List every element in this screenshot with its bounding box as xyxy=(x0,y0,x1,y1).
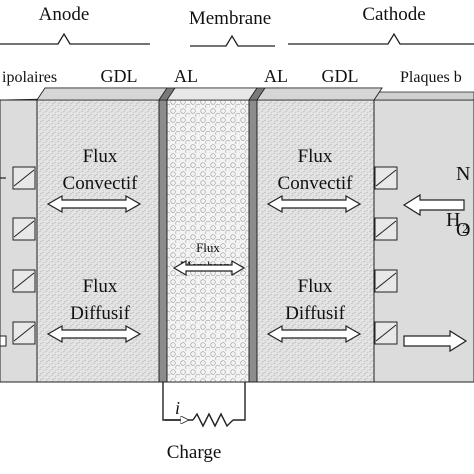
gas-arrows xyxy=(402,193,468,353)
left-diffusive-line2: Diffusif xyxy=(70,303,130,324)
gas-o-label: O xyxy=(456,219,470,241)
cathode-inlet-arrow xyxy=(402,193,465,217)
membrane-brace xyxy=(190,34,275,47)
left-convective-line2: Convectif xyxy=(63,173,139,194)
membrane xyxy=(166,99,250,383)
left-active-layer xyxy=(158,99,168,383)
right-channel-diag xyxy=(375,169,397,342)
right-active-layer xyxy=(248,99,258,383)
right-convective-arrow xyxy=(266,194,362,214)
membrane-label: Membrane xyxy=(189,8,271,29)
left-diffusive-arrow xyxy=(46,324,142,344)
left-channels xyxy=(12,166,36,345)
load-resistor xyxy=(192,412,234,428)
right-diffusive-line2: Diffusif xyxy=(285,303,345,324)
left-plates-label: ipolaires xyxy=(2,69,57,86)
current-label: i xyxy=(175,398,180,418)
right-gdl-label: GDL xyxy=(322,66,359,86)
left-convective-line1: Flux xyxy=(83,146,118,167)
left-channel-diag xyxy=(13,169,35,342)
flux-arrows xyxy=(46,194,362,344)
membrane-flux-line1: Flux xyxy=(196,240,220,255)
left-gdl-top xyxy=(36,87,168,101)
cathode-outlet-arrow xyxy=(403,329,468,353)
right-diffusive-arrow xyxy=(266,324,362,344)
right-channels xyxy=(374,166,398,345)
membrane-top xyxy=(166,87,258,101)
left-gdl-label: GDL xyxy=(101,66,138,86)
right-convective-line2: Convectif xyxy=(278,173,354,194)
gas-h-label: H xyxy=(446,209,460,231)
right-diffusive-line1: Flux xyxy=(298,276,333,297)
gas-n-label: N xyxy=(456,163,470,185)
load-label: Charge xyxy=(167,442,222,463)
left-gdl xyxy=(36,99,160,383)
right-gdl xyxy=(256,99,375,383)
cathode-brace xyxy=(288,32,474,45)
left-diffusive-line1: Flux xyxy=(83,276,118,297)
left-outlet-stub xyxy=(0,335,7,347)
right-gdl-top xyxy=(256,87,383,101)
gas-h-subscript: 2 xyxy=(462,221,469,236)
anode-brace xyxy=(0,32,150,45)
right-al-label: AL xyxy=(264,66,288,86)
left-convective-arrow xyxy=(46,194,142,214)
anode-label: Anode xyxy=(39,4,90,25)
membrane-flux-arrow xyxy=(172,259,246,277)
cathode-label: Cathode xyxy=(362,4,425,25)
left-al-label: AL xyxy=(174,66,198,86)
right-plates-label: Plaques b xyxy=(400,69,462,86)
right-convective-line1: Flux xyxy=(298,146,333,167)
